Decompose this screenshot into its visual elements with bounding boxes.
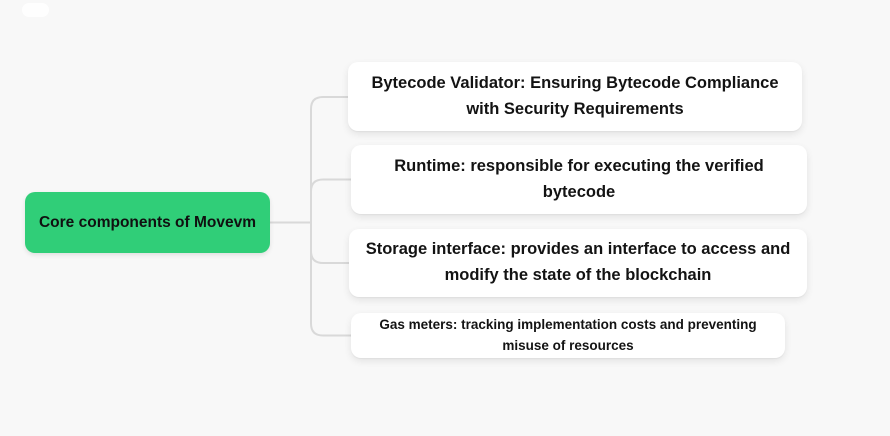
connector-to-child-1 [310,96,348,223]
child-node-storage-interface[interactable]: Storage interface: provides an interface… [349,229,807,297]
child-node-label: Runtime: responsible for executing the v… [394,156,764,201]
child-node-label: Bytecode Validator: Ensuring Bytecode Co… [371,73,779,118]
child-node-gas-meters[interactable]: Gas meters: tracking implementation cost… [351,313,785,358]
child-node-bytecode-validator[interactable]: Bytecode Validator: Ensuring Bytecode Co… [348,62,802,131]
connector-to-child-3 [310,222,349,264]
child-node-runtime[interactable]: Runtime: responsible for executing the v… [351,145,807,214]
root-node-core-components[interactable]: Core components of Movevm [25,192,270,253]
connector-to-child-2 [310,178,351,223]
child-node-label: Gas meters: tracking implementation cost… [379,316,757,353]
root-node-label: Core components of Movevm [38,213,257,231]
connector-to-child-4 [310,222,351,337]
corner-decoration [22,3,49,17]
child-node-label: Storage interface: provides an interface… [365,240,791,284]
